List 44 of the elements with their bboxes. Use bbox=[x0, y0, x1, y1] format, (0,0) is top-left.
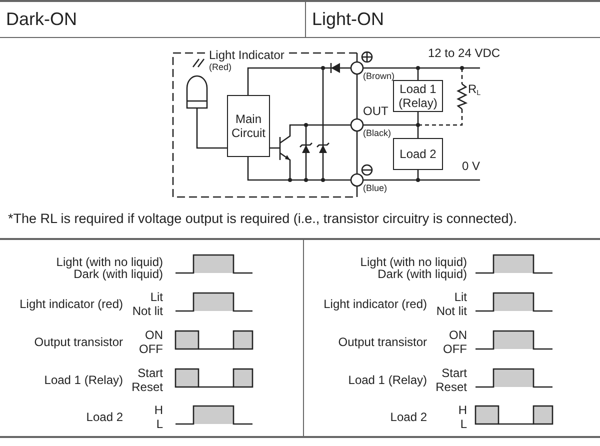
timing-label: Lit bbox=[150, 290, 163, 304]
timing-label: Not lit bbox=[132, 304, 163, 318]
timing-label: Reset bbox=[132, 380, 163, 394]
timing-label: Dark (with liquid) bbox=[378, 267, 467, 281]
timing-label: Light (with no liquid) bbox=[56, 255, 163, 269]
terminal-label: (Blue) bbox=[363, 183, 388, 194]
wire bbox=[417, 112, 419, 138]
terminal-label: (Red) bbox=[209, 62, 232, 73]
timing-label: Load 2 bbox=[390, 410, 427, 424]
timing-label: Lit bbox=[454, 290, 467, 304]
column-heading: Dark-ON bbox=[6, 8, 77, 30]
footnote: *The RL is required if voltage output is required (i.e., transistor circuitry is connected). bbox=[8, 211, 517, 227]
timing-label: Load 1 (Relay) bbox=[348, 373, 427, 387]
terminal-label: (Black) bbox=[363, 128, 392, 139]
timing-label: L bbox=[156, 417, 163, 431]
timing-label: Output transistor bbox=[338, 335, 427, 349]
circuit-block: Main Circuit bbox=[227, 95, 270, 157]
timing-label: L bbox=[460, 417, 467, 431]
terminal-label: Light Indicator bbox=[209, 48, 284, 62]
timing-label: Load 1 (Relay) bbox=[44, 373, 123, 387]
timing-label: OFF bbox=[443, 342, 467, 356]
terminal-label: 0 V bbox=[462, 159, 480, 173]
timing-label: Reset bbox=[436, 380, 467, 394]
timing-label: H bbox=[154, 403, 163, 417]
load-box: Load 2 bbox=[393, 138, 443, 170]
timing-label: Light indicator (red) bbox=[324, 297, 427, 311]
timing-label: Start bbox=[138, 366, 163, 380]
terminal-label: (Brown) bbox=[363, 71, 395, 82]
terminal-label: R$_{L}$ bbox=[468, 82, 481, 99]
timing-label: ON bbox=[449, 328, 467, 342]
timing-label: OFF bbox=[139, 342, 163, 356]
timing-label: Light indicator (red) bbox=[20, 297, 123, 311]
timing-label: Light (with no liquid) bbox=[360, 255, 467, 269]
timing-label: ON bbox=[145, 328, 163, 342]
load-box: Load 1 (Relay) bbox=[393, 80, 443, 112]
timing-label: Start bbox=[442, 366, 467, 380]
terminal-label: 12 to 24 VDC bbox=[428, 46, 500, 60]
column-heading: Light-ON bbox=[312, 8, 384, 30]
terminal-label: OUT bbox=[363, 104, 388, 118]
timing-label: H bbox=[458, 403, 467, 417]
timing-label: Not lit bbox=[436, 304, 467, 318]
timing-label: Output transistor bbox=[34, 335, 123, 349]
timing-label: Load 2 bbox=[86, 410, 123, 424]
timing-label: Dark (with liquid) bbox=[74, 267, 163, 281]
